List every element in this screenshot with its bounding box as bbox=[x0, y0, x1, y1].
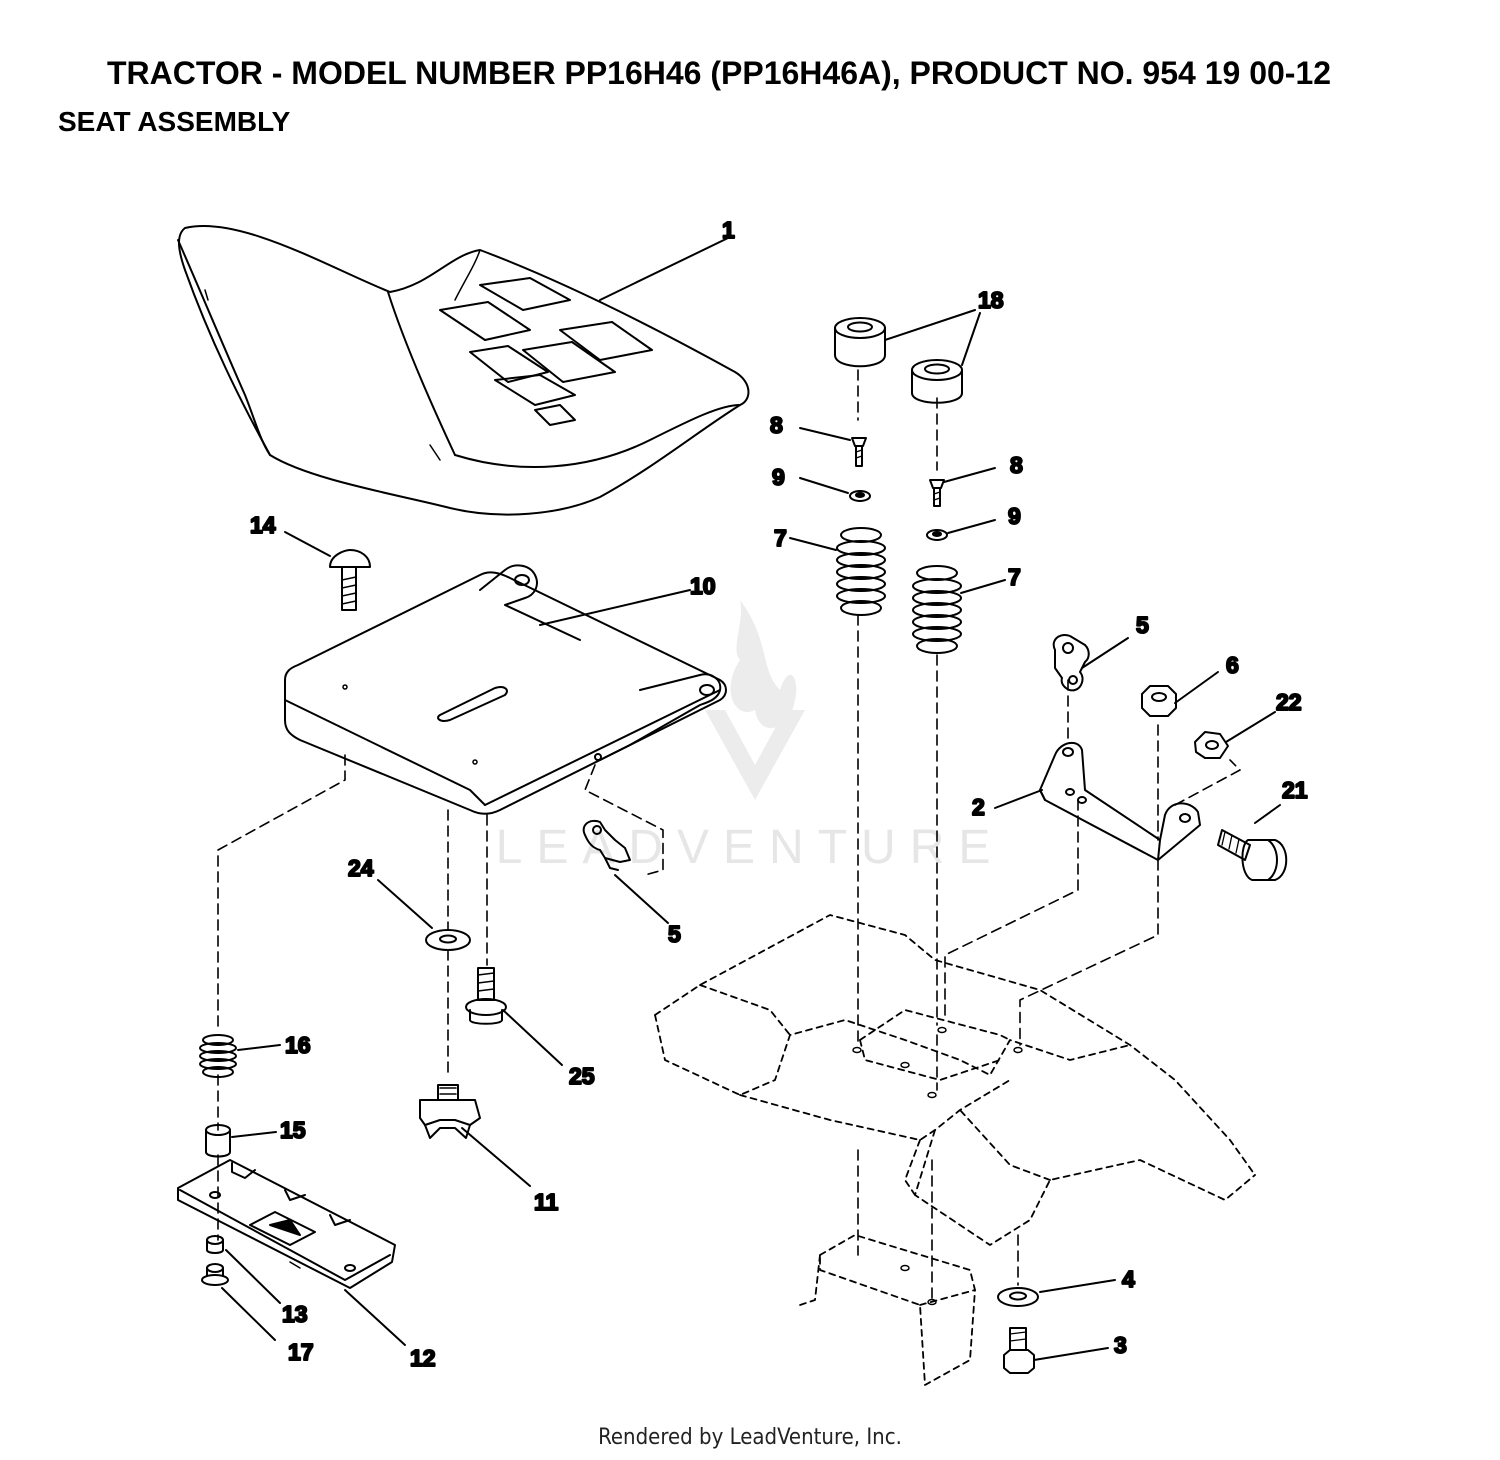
slide-plate bbox=[177, 1159, 396, 1289]
callout-8-left: 8 bbox=[770, 412, 783, 438]
callout-25: 25 bbox=[569, 1063, 595, 1089]
nut-13 bbox=[206, 1235, 224, 1254]
bumper-right bbox=[911, 359, 963, 404]
page-title: TRACTOR - MODEL NUMBER PP16H46 (PP16H46A… bbox=[107, 55, 1332, 91]
clip-left bbox=[582, 819, 631, 871]
callout-9-right: 9 bbox=[1008, 503, 1021, 529]
footer-credit: Rendered by LeadVenture, Inc. bbox=[598, 1425, 902, 1450]
carriage-bolt bbox=[329, 549, 371, 611]
spring-small bbox=[199, 1034, 237, 1078]
shoulder-bolt bbox=[1217, 829, 1288, 881]
spring-left bbox=[836, 527, 886, 616]
washer-left bbox=[849, 490, 871, 502]
callout-7-right: 7 bbox=[1008, 564, 1021, 590]
seat-pan bbox=[284, 564, 727, 815]
callout-6: 6 bbox=[1226, 652, 1239, 678]
callout-1: 1 bbox=[722, 217, 735, 243]
callout-10: 10 bbox=[690, 573, 716, 599]
page-subtitle: SEAT ASSEMBLY bbox=[58, 106, 291, 137]
nut-22 bbox=[1194, 731, 1229, 759]
screw-left bbox=[851, 437, 867, 467]
callout-17: 17 bbox=[288, 1339, 314, 1365]
bumper-left bbox=[834, 317, 886, 368]
callout-22: 22 bbox=[1276, 689, 1302, 715]
callout-4: 4 bbox=[1122, 1266, 1135, 1292]
washer-right bbox=[926, 529, 948, 541]
callout-11: 11 bbox=[534, 1189, 559, 1215]
flange-nut bbox=[201, 1263, 229, 1286]
washer-lower bbox=[997, 1287, 1039, 1307]
bolt bbox=[1003, 1327, 1035, 1374]
callout-14: 14 bbox=[250, 512, 276, 538]
screw-right bbox=[929, 479, 945, 507]
assembly-lines bbox=[217, 369, 1241, 1301]
nut-6 bbox=[1141, 685, 1177, 717]
washer-24 bbox=[425, 929, 471, 951]
callout-15: 15 bbox=[280, 1117, 306, 1143]
callout-13: 13 bbox=[282, 1301, 308, 1327]
callout-21: 21 bbox=[1282, 777, 1308, 803]
spacer bbox=[205, 1124, 231, 1158]
callout-8-right: 8 bbox=[1010, 452, 1023, 478]
callout-18: 18 bbox=[978, 287, 1004, 313]
frame-holes bbox=[852, 1026, 1023, 1306]
callout-16: 16 bbox=[285, 1032, 311, 1058]
callout-12: 12 bbox=[410, 1345, 436, 1371]
callout-9-left: 9 bbox=[772, 464, 785, 490]
bracket bbox=[1039, 741, 1201, 861]
callout-3: 3 bbox=[1114, 1332, 1127, 1358]
callout-5-right: 5 bbox=[1136, 612, 1149, 638]
callout-24: 24 bbox=[348, 855, 374, 881]
callout-5-left: 5 bbox=[668, 921, 681, 947]
clip-right bbox=[1052, 634, 1090, 692]
callout-7-left: 7 bbox=[774, 525, 787, 551]
spring-right bbox=[912, 565, 962, 654]
tractor-frame bbox=[654, 914, 1256, 1386]
knob bbox=[419, 1084, 481, 1139]
bolt-25 bbox=[465, 967, 507, 1025]
seat bbox=[177, 225, 750, 516]
callout-2: 2 bbox=[972, 794, 985, 820]
